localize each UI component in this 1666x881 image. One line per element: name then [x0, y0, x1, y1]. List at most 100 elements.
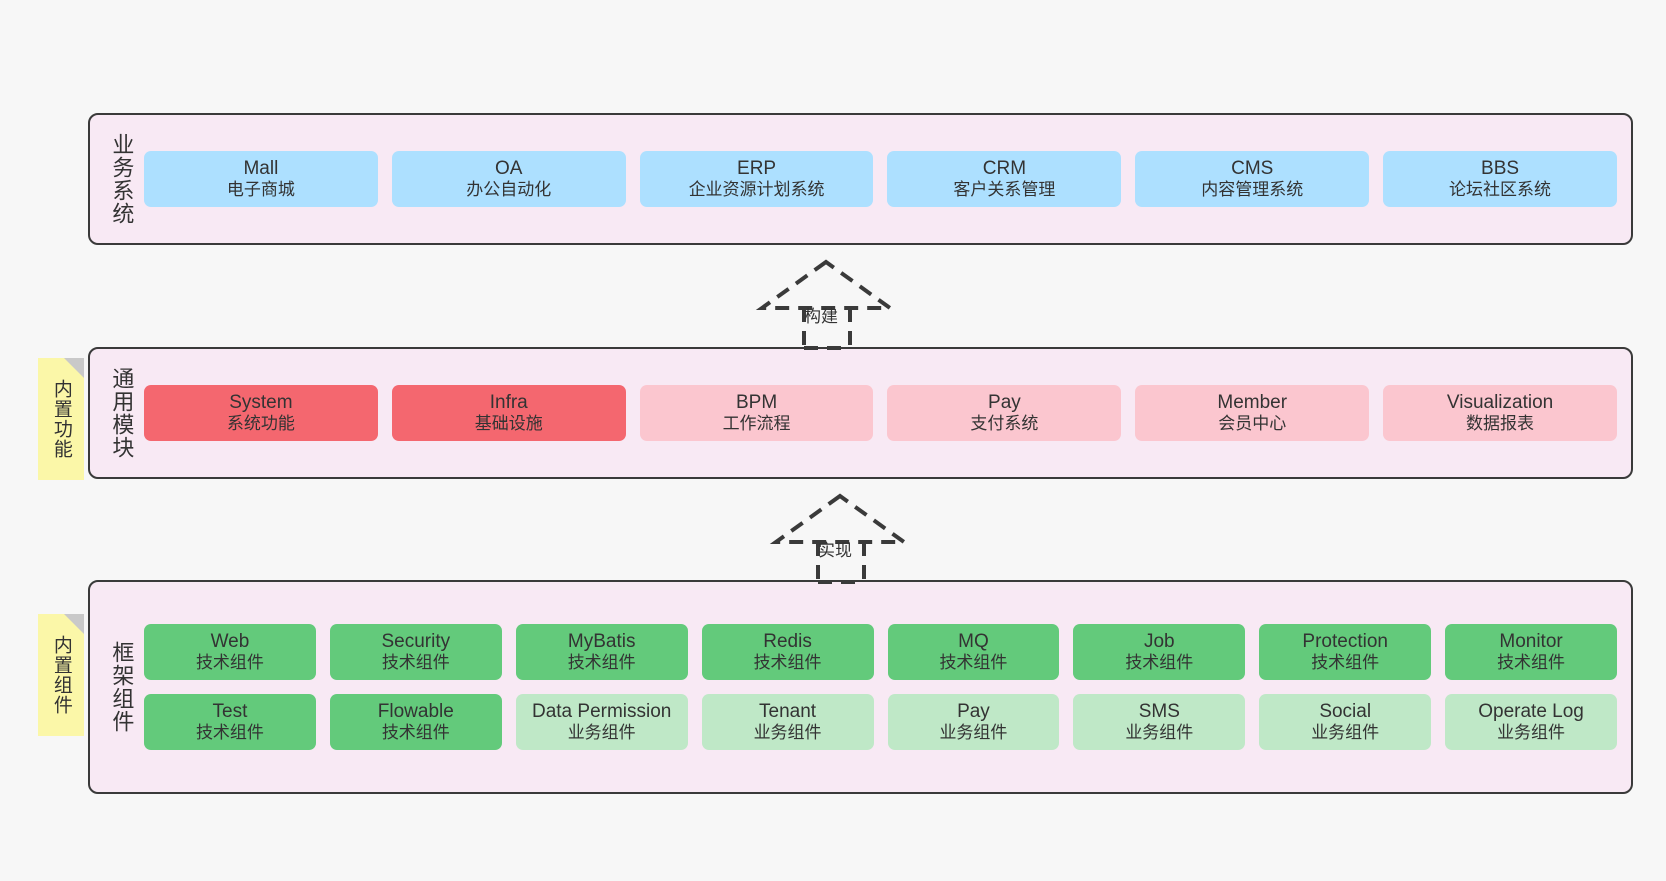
card-title-cn: 内容管理系统	[1201, 180, 1304, 200]
card-title-cn: 会员中心	[1218, 414, 1287, 434]
card-social[interactable]: Social 业务组件	[1259, 694, 1432, 750]
layer-body-framework-component: Web 技术组件 Security 技术组件 MyBatis 技术组件 Redi…	[138, 594, 1617, 780]
connector-implement: 实现	[769, 492, 920, 584]
card-title-en: BPM	[735, 392, 778, 414]
arrow-shaft	[816, 542, 866, 584]
card-test[interactable]: Test 技术组件	[144, 694, 316, 750]
card-title-cn: 办公自动化	[466, 180, 552, 200]
card-bbs[interactable]: BBS 论坛社区系统	[1383, 151, 1617, 207]
note-label: 内置组件	[50, 635, 72, 715]
card-cms[interactable]: CMS 内容管理系统	[1135, 151, 1370, 207]
card-title-en: CMS	[1231, 158, 1274, 180]
card-title-en: Test	[212, 701, 248, 722]
card-title-cn: 业务组件	[1497, 723, 1566, 743]
layer-title-business-system: 业务系统	[109, 133, 135, 225]
card-bpm[interactable]: BPM 工作流程	[639, 385, 874, 441]
card-title-cn: 业务组件	[1125, 723, 1194, 743]
card-title-en: Member	[1217, 392, 1288, 414]
card-title-cn: 支付系统	[970, 414, 1039, 434]
card-mq[interactable]: MQ 技术组件	[887, 624, 1060, 680]
card-title-cn: 论坛社区系统	[1449, 180, 1552, 200]
card-job[interactable]: Job 技术组件	[1073, 624, 1246, 680]
card-title-cn: 客户关系管理	[953, 180, 1056, 200]
card-mall[interactable]: Mall 电子商城	[144, 151, 378, 207]
card-tenant[interactable]: Tenant 业务组件	[701, 694, 874, 750]
card-title-cn: 技术组件	[195, 723, 264, 743]
card-title-cn: 基础设施	[474, 414, 543, 434]
card-visualization[interactable]: Visualization 数据报表	[1383, 385, 1617, 441]
note-label: 内置功能	[50, 379, 72, 459]
card-title-cn: 电子商城	[226, 180, 295, 200]
card-pay[interactable]: Pay 支付系统	[887, 385, 1122, 441]
card-title-cn: 技术组件	[1125, 653, 1194, 673]
card-sms[interactable]: SMS 业务组件	[1073, 694, 1246, 750]
card-title-cn: 技术组件	[1497, 653, 1566, 673]
card-title-en: Job	[1143, 631, 1175, 653]
arrow-shaft	[802, 308, 852, 350]
card-row: System 系统功能 Infra 基础设施 BPM 工作流程 Pay 支付系统…	[144, 385, 1617, 441]
card-mybatis[interactable]: MyBatis 技术组件	[515, 624, 688, 680]
arrow-head-triangle	[755, 259, 897, 310]
card-title-cn: 业务组件	[567, 723, 636, 743]
card-title-en: CRM	[982, 158, 1027, 180]
card-oa[interactable]: OA 办公自动化	[391, 151, 626, 207]
card-title-en: Operate Log	[1478, 701, 1584, 722]
card-title-en: Monitor	[1499, 631, 1563, 653]
card-security[interactable]: Security 技术组件	[329, 624, 502, 680]
note-builtin-function: 内置功能	[38, 358, 84, 480]
card-title-en: Social	[1319, 701, 1372, 722]
card-title-cn: 技术组件	[381, 723, 450, 743]
card-pay-business[interactable]: Pay 业务组件	[887, 694, 1060, 750]
card-protection[interactable]: Protection 技术组件	[1259, 624, 1432, 680]
card-title-cn: 系统功能	[226, 414, 295, 434]
card-title-en: Pay	[988, 392, 1021, 414]
card-title-en: MyBatis	[567, 631, 636, 653]
card-title-cn: 技术组件	[381, 653, 450, 673]
card-title-en: Flowable	[377, 701, 454, 722]
card-title-en: Redis	[763, 631, 812, 653]
connector-implement-label: 实现	[818, 541, 852, 560]
card-title-en: ERP	[737, 158, 777, 180]
card-row: Test 技术组件 Flowable 技术组件 Data Permission …	[144, 694, 1617, 750]
layer-framework-component[interactable]: 框架组件 Web 技术组件 Security 技术组件 MyBatis 技术组件…	[88, 580, 1633, 794]
layer-title-framework-component: 框架组件	[109, 641, 135, 733]
card-title-en: MQ	[958, 631, 989, 653]
card-member[interactable]: Member 会员中心	[1135, 385, 1370, 441]
card-title-en: Protection	[1302, 631, 1388, 653]
card-system[interactable]: System 系统功能	[144, 385, 378, 441]
arrow-head-triangle	[769, 493, 911, 544]
card-title-cn: 业务组件	[1311, 723, 1380, 743]
layer-title-common-module: 通用模块	[109, 367, 135, 459]
card-title-en: BBS	[1481, 158, 1520, 180]
card-title-cn: 业务组件	[753, 723, 822, 743]
card-crm[interactable]: CRM 客户关系管理	[887, 151, 1122, 207]
card-title-en: Mall	[243, 158, 279, 180]
layer-business-system[interactable]: 业务系统 Mall 电子商城 OA 办公自动化 ERP 企业资源计划系统 CRM…	[88, 113, 1633, 245]
card-flowable[interactable]: Flowable 技术组件	[329, 694, 502, 750]
card-redis[interactable]: Redis 技术组件	[701, 624, 874, 680]
card-title-en: System	[229, 392, 293, 414]
card-title-en: Web	[210, 631, 250, 653]
card-title-en: Pay	[957, 701, 990, 722]
layer-body-common-module: System 系统功能 Infra 基础设施 BPM 工作流程 Pay 支付系统…	[138, 361, 1617, 465]
connector-implement-glyph	[769, 493, 911, 584]
card-infra[interactable]: Infra 基础设施	[391, 385, 626, 441]
card-title-en: Infra	[489, 392, 528, 414]
card-title-cn: 业务组件	[939, 723, 1008, 743]
card-title-en: Data Permission	[531, 701, 672, 722]
card-title-en: SMS	[1138, 701, 1180, 722]
connector-build-label: 构建	[804, 307, 838, 326]
card-title-cn: 技术组件	[1311, 653, 1380, 673]
card-operate-log[interactable]: Operate Log 业务组件	[1445, 694, 1617, 750]
card-web[interactable]: Web 技术组件	[144, 624, 316, 680]
card-erp[interactable]: ERP 企业资源计划系统	[639, 151, 874, 207]
card-row: Web 技术组件 Security 技术组件 MyBatis 技术组件 Redi…	[144, 624, 1617, 680]
card-monitor[interactable]: Monitor 技术组件	[1445, 624, 1617, 680]
layer-common-module[interactable]: 通用模块 System 系统功能 Infra 基础设施 BPM 工作流程 Pay…	[88, 347, 1633, 479]
connector-build: 构建	[755, 258, 906, 350]
connector-build-glyph	[755, 259, 897, 350]
card-row: Mall 电子商城 OA 办公自动化 ERP 企业资源计划系统 CRM 客户关系…	[144, 151, 1617, 207]
note-fold-corner-icon	[64, 614, 84, 634]
card-data-permission[interactable]: Data Permission 业务组件	[515, 694, 688, 750]
